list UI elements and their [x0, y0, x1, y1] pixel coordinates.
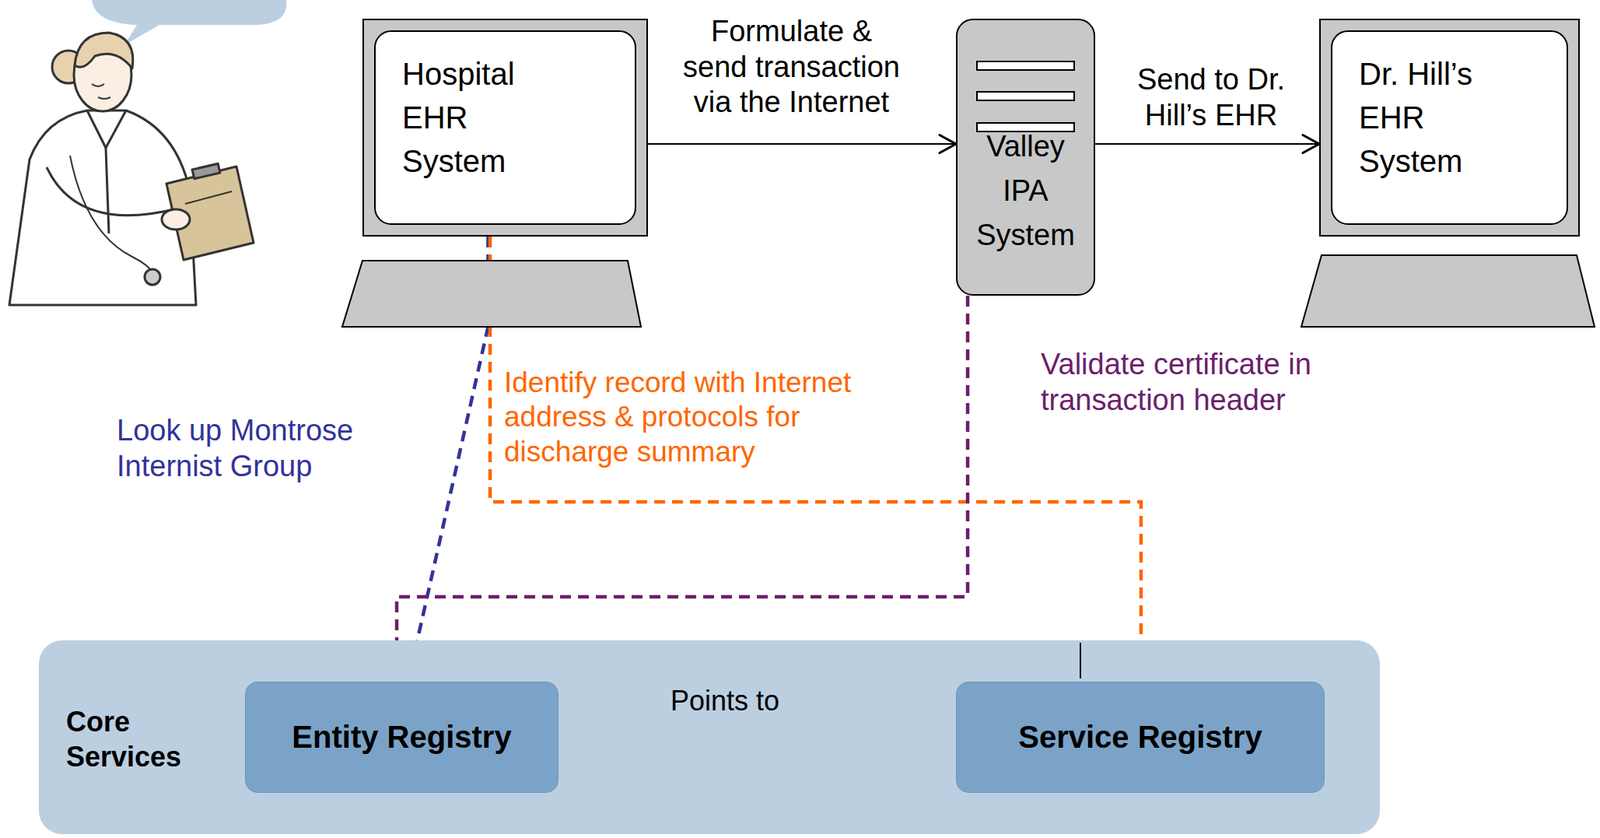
arrow-head: [939, 134, 956, 153]
node-label: Dr. Hill’s EHR System: [1358, 52, 1495, 183]
edge-label: Formulate & send transaction via the Int…: [676, 14, 907, 121]
ipa-server: Valley IPA System: [955, 18, 1096, 296]
nurse-figure: [9, 32, 254, 305]
ehr-monitor: Dr. Hill’s EHR System: [1319, 18, 1580, 237]
registry-box: Entity Registry: [245, 681, 559, 793]
edge-label: Points to: [622, 684, 828, 717]
connector-line: [396, 295, 968, 682]
node-label: Entity Registry: [291, 719, 512, 755]
edge-label: Validate certificate in transaction head…: [1040, 346, 1415, 418]
drive-slot: [976, 60, 1075, 71]
node-label: Valley IPA System: [967, 124, 1085, 258]
monitor-screen: Dr. Hill’s EHR System: [1330, 30, 1569, 225]
divider-line: [1079, 642, 1082, 679]
edge-label: Look up Montrose Internist Group: [116, 413, 428, 484]
node-label: Service Registry: [1018, 719, 1263, 755]
monitor-stand: [342, 260, 641, 327]
monitor-screen: Hospital EHR System: [374, 30, 637, 225]
node-label: Core Services: [66, 703, 214, 774]
drive-slot: [976, 91, 1075, 102]
edge-label: Send to Dr. Hill’s EHR: [1117, 62, 1305, 134]
monitor-stand: [1301, 255, 1595, 327]
ehr-monitor: Hospital EHR System: [362, 18, 648, 237]
arrow-head: [1302, 134, 1320, 153]
connector-line: [1095, 143, 1320, 145]
core-services-band: Core Services Entity Registry Service Regi…: [38, 640, 1380, 834]
connector-line: [647, 143, 956, 145]
node-label: Hospital EHR System: [402, 52, 539, 183]
registry-box: Service Registry: [955, 681, 1325, 793]
edge-label: Identify record with Internet address & …: [504, 365, 893, 470]
